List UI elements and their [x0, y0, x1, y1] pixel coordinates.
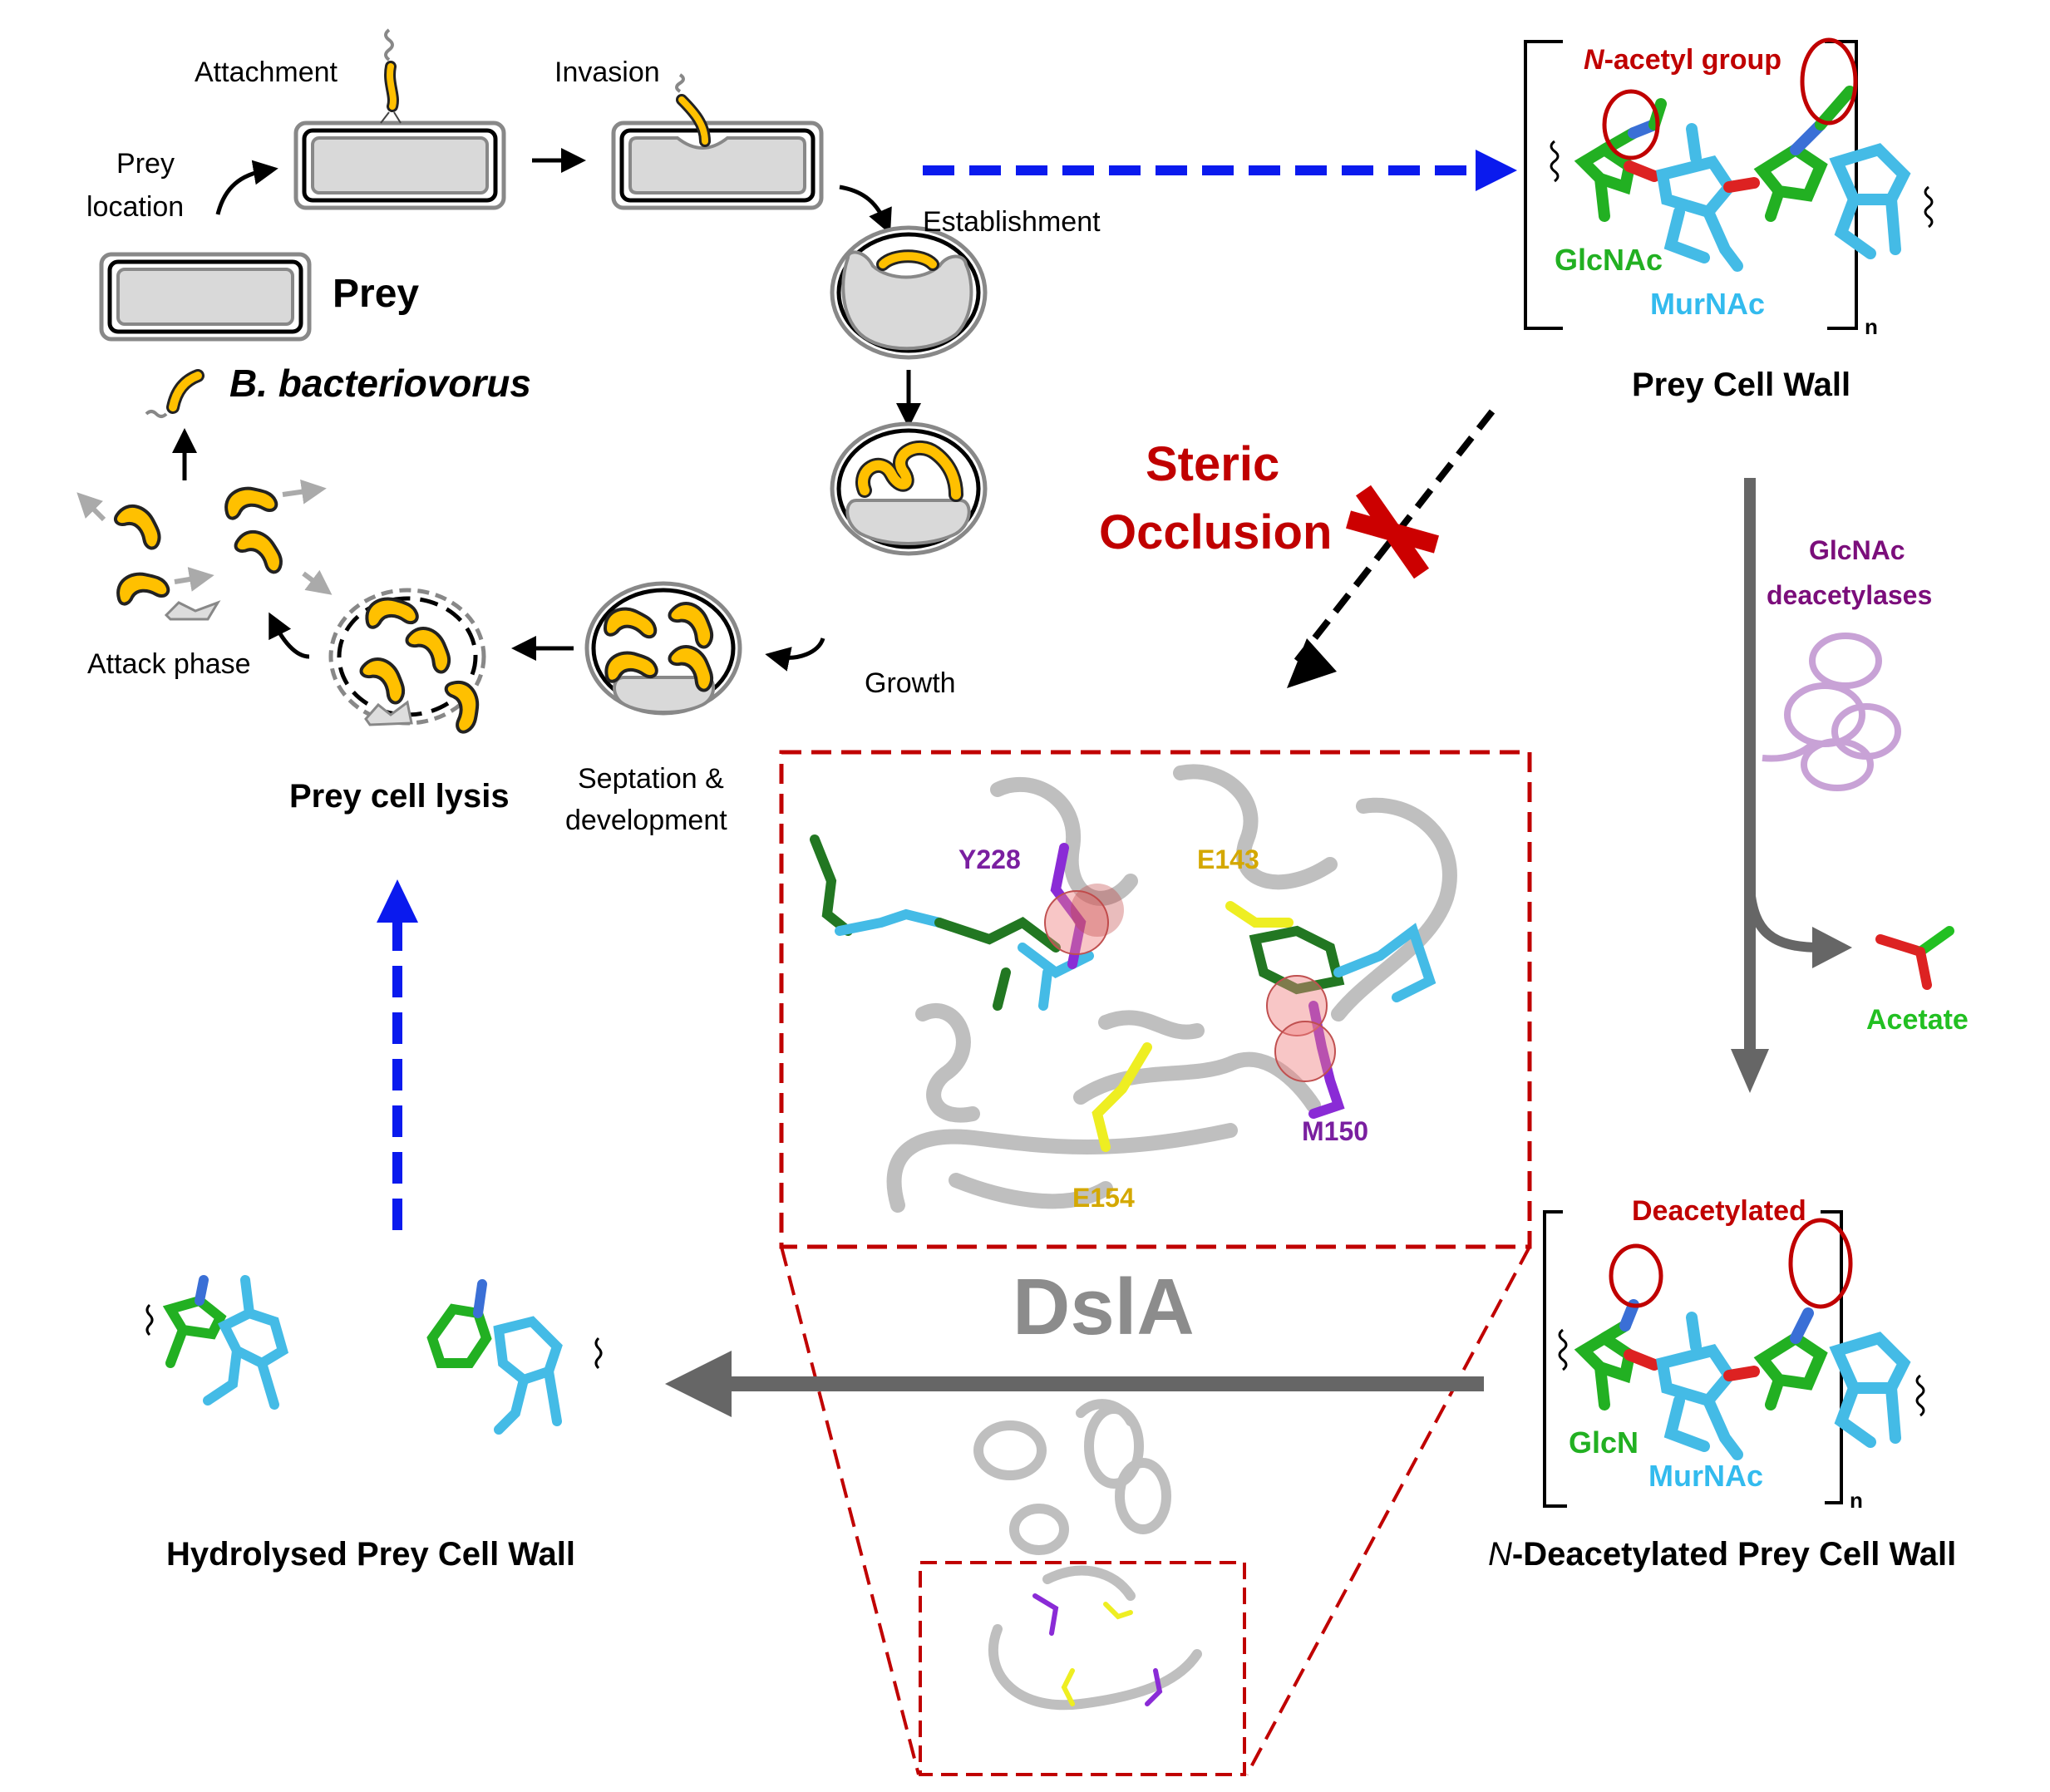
active-site-box-small	[919, 1561, 1246, 1776]
arrow-to-septation	[765, 638, 825, 672]
prey-legend-cell	[99, 252, 312, 342]
arrow-to-attack	[269, 612, 310, 659]
label-glcnac-deacetylases-2: deacetylases	[1767, 580, 1933, 610]
dsla-small-residues	[1032, 1593, 1163, 1706]
acetyl-circle-2	[1800, 37, 1858, 126]
label-dsla: DslA	[1013, 1263, 1195, 1351]
label-deacetylated: Deacetylated	[1632, 1195, 1806, 1227]
deacetylated-circle-2	[1788, 1218, 1853, 1309]
establishment-cell	[830, 225, 988, 360]
label-invasion: Invasion	[554, 57, 660, 88]
acetate-branch-arrow	[1745, 889, 1821, 953]
label-prey-location-1: Prey	[116, 148, 175, 180]
deacetylase-protein-structure	[1762, 633, 1901, 791]
acetate-branch-arrowhead	[1812, 927, 1852, 968]
label-residue-e154: E154	[1072, 1183, 1135, 1213]
chain-squiggle-right	[594, 1337, 603, 1370]
dsla-active-site-structure	[810, 764, 1457, 1213]
label-prey: Prey	[333, 272, 420, 316]
chain-squiggle-left	[145, 1303, 154, 1337]
blocked-pathway-arrow	[1294, 409, 1496, 663]
label-occlusion: Occlusion	[1099, 505, 1333, 559]
label-prey-cell-lysis: Prey cell lysis	[289, 778, 510, 815]
arrow-prey-location	[215, 160, 278, 215]
label-prey-location-2: location	[86, 191, 185, 223]
deacetylation-arrowhead	[1731, 1049, 1769, 1093]
predator-legend-cell	[145, 369, 205, 418]
zoom-connector-right	[1245, 1246, 1531, 1775]
growth-cell	[830, 421, 988, 556]
acetate-molecule	[1875, 926, 1954, 990]
hydrolysed-fragment-2	[426, 1279, 563, 1435]
dsla-full-structure	[973, 1399, 1202, 1711]
block-x-icon	[1346, 485, 1439, 579]
label-residue-y228: Y228	[958, 844, 1021, 874]
prey-location-step	[215, 160, 278, 215]
label-repeat-n-2: n	[1850, 1488, 1863, 1513]
label-hydrolysed-wall: Hydrolysed Prey Cell Wall	[166, 1536, 576, 1573]
acetyl-circle-1	[1602, 89, 1660, 160]
arrow-to-establishment	[839, 185, 892, 234]
label-murnac: MurNAc	[1650, 287, 1766, 321]
deacetylated-cell-wall-structure	[1543, 1210, 1925, 1508]
label-attack-phase: Attack phase	[87, 648, 251, 680]
label-residue-e143: E143	[1197, 844, 1259, 874]
zoom-connector-left	[780, 1246, 920, 1775]
blue-arrowhead-up	[377, 879, 418, 923]
invasion-cell	[611, 73, 824, 210]
label-acetate: Acetate	[1866, 1004, 1969, 1036]
label-attachment: Attachment	[195, 57, 338, 88]
label-residue-m150: M150	[1302, 1116, 1369, 1146]
attack-phase-cells	[76, 479, 333, 621]
label-n-deacetylated-wall: N-Deacetylated Prey Cell Wall	[1488, 1536, 1957, 1573]
label-prey-cell-wall: Prey Cell Wall	[1632, 367, 1851, 403]
label-glcnac-deacetylases-1: GlcNAc	[1809, 535, 1905, 565]
lysis-cell	[328, 588, 488, 736]
label-establishment: Establishment	[923, 206, 1101, 238]
blue-arrowhead-right	[1476, 150, 1517, 191]
hydrolysed-fragment-1	[162, 1275, 289, 1410]
active-site-zoom-box	[779, 750, 1532, 1249]
deacetylated-circle-1	[1609, 1243, 1663, 1308]
blocked-arrowhead	[1287, 638, 1337, 688]
attachment-cell	[293, 28, 506, 210]
label-septation-1: Septation &	[578, 763, 724, 795]
label-glcn: GlcN	[1569, 1425, 1639, 1460]
label-n-acetyl-group: N-acetyl group	[1584, 44, 1782, 76]
septation-cell	[584, 581, 742, 716]
label-steric: Steric	[1146, 437, 1280, 491]
label-glcnac: GlcNAc	[1555, 243, 1663, 277]
dsla-hydrolysis-arrowhead	[665, 1351, 732, 1417]
label-septation-2: development	[565, 805, 727, 836]
prey-cell-wall-structure	[1524, 37, 1934, 330]
label-b-bacteriovorus: B. bacteriovorus	[229, 362, 531, 405]
label-growth: Growth	[865, 667, 956, 699]
label-repeat-n: n	[1865, 314, 1878, 339]
label-murnac-2: MurNAc	[1648, 1459, 1764, 1493]
